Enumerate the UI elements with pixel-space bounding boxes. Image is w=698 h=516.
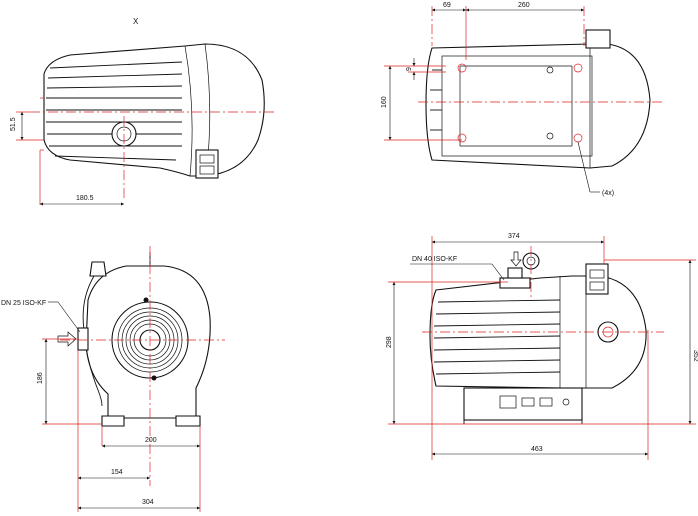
- right-side-view: DN 40 ISO-KF 374 298 352 463: [386, 233, 698, 460]
- port-label-dn25: DN 25 ISO-KF: [1, 300, 46, 307]
- dim-9: 9: [406, 67, 413, 71]
- top-view: 69 260 9 160 (4x): [381, 2, 664, 197]
- dim-180-5: 180.5: [76, 195, 94, 202]
- dim-463: 463: [531, 446, 543, 453]
- port-label-dn40: DN 40 ISO-KF: [412, 256, 457, 263]
- dim-186: 186: [37, 372, 44, 384]
- dim-298: 298: [386, 336, 393, 348]
- dim-352: 352: [692, 350, 698, 362]
- dim-200: 200: [145, 437, 157, 444]
- dim-154: 154: [111, 469, 123, 476]
- dim-374: 374: [508, 233, 520, 240]
- dim-260: 260: [518, 2, 530, 9]
- side-view-x: X: [10, 17, 275, 206]
- dim-304: 304: [142, 499, 154, 506]
- dim-51-5: 51.5: [10, 117, 17, 131]
- view-label-x: X: [133, 17, 139, 26]
- front-view: DN 25 ISO-KF 186 200 154 304: [1, 246, 225, 512]
- cooling-fins: [46, 61, 183, 161]
- note-4x: (4x): [602, 190, 614, 197]
- dim-160: 160: [381, 96, 388, 108]
- dim-69: 69: [443, 2, 451, 9]
